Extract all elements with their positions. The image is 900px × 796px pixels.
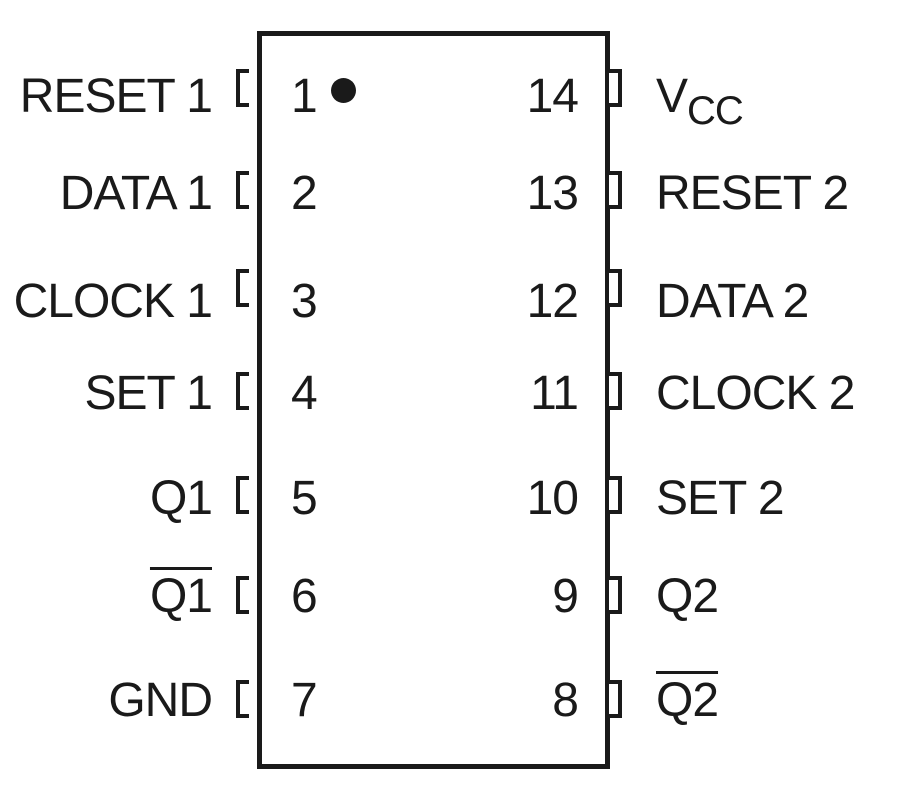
pin-name-10: SET 2 [656, 472, 785, 525]
pin-tab-7 [236, 680, 249, 718]
pin-number-14: 14 [526, 70, 579, 123]
pin-number-3: 3 [291, 275, 318, 328]
pin-tab-4 [236, 372, 249, 410]
pin-number-2: 2 [291, 167, 318, 220]
pin-number-9: 9 [552, 570, 579, 623]
pin-name-12: DATA 2 [656, 275, 809, 328]
pin-name-9: Q2 [656, 570, 719, 623]
pin-number-8: 8 [552, 674, 579, 727]
pin-tab-12 [609, 269, 622, 307]
pin-tab-8 [609, 680, 622, 718]
pin-name-11: CLOCK 2 [656, 367, 855, 420]
pin-number-13: 13 [526, 167, 579, 220]
pin-tab-11 [609, 372, 622, 410]
pin-name-8-wrap: Q2 [656, 674, 719, 727]
pin-tab-1 [236, 69, 249, 107]
pin-tab-9 [609, 576, 622, 614]
pin-name-4: SET 1 [84, 367, 213, 420]
pin-name-1: RESET 1 [19, 70, 213, 123]
pin-number-5: 5 [291, 472, 318, 525]
pin-number-4: 4 [291, 367, 318, 420]
pin-name-3: CLOCK 1 [13, 275, 213, 328]
pin-name-6-wrap: Q1 [149, 570, 213, 623]
pin-tab-14 [609, 69, 622, 107]
pin-name-13: RESET 2 [656, 167, 849, 220]
pin-name-14-wrap: VCC [656, 70, 744, 132]
pin-tab-13 [609, 171, 622, 209]
pin-name-14-subscript: CC [687, 89, 744, 133]
pin-tab-3 [236, 269, 249, 307]
pin-name-8: Q2 [656, 674, 719, 727]
pin1-indicator-dot [331, 78, 356, 103]
pin-tab-10 [609, 476, 622, 514]
pin-number-10: 10 [526, 472, 579, 525]
pin-number-6: 6 [291, 570, 318, 623]
pin-number-11: 11 [530, 367, 579, 420]
pin-name-2: DATA 1 [59, 167, 213, 220]
pin-name-14: V [656, 70, 688, 123]
pin-tab-2 [236, 171, 249, 209]
pin-number-7: 7 [291, 674, 318, 727]
ic-package-body [257, 31, 610, 769]
pin-number-12: 12 [526, 275, 579, 328]
pin-name-6: Q1 [149, 570, 213, 623]
pin-tab-5 [236, 476, 249, 514]
pin-tab-6 [236, 576, 249, 614]
pin-number-1: 1 [291, 70, 318, 123]
pin-name-7: GND [108, 674, 213, 727]
pin-name-5: Q1 [149, 472, 213, 525]
